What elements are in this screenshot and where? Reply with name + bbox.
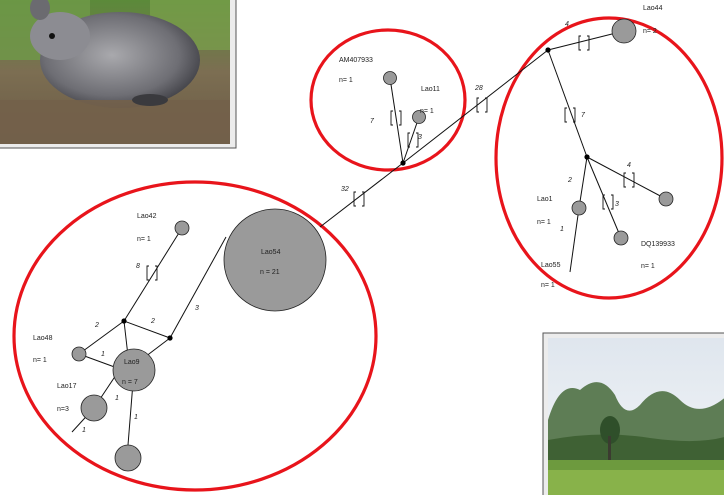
label-dq139933-count: n= 1 — [641, 263, 655, 270]
label-lao42-count: n= 1 — [137, 236, 151, 243]
group-ring-left — [12, 180, 378, 492]
node-am407933 — [383, 71, 397, 85]
node-lao42 — [174, 220, 190, 236]
mutation-count-1-b: 1 — [115, 395, 119, 402]
label-lao11-name: Lao11 — [421, 86, 440, 93]
node-lao54 — [223, 208, 327, 312]
mutation-count-1-a: 1 — [101, 351, 105, 358]
mutation-count-7-mid: 7 — [370, 118, 375, 125]
mutation-count-2-a: 2 — [94, 322, 99, 329]
label-lao11-count: n= 1 — [420, 108, 434, 115]
label-lao17-name: Lao17 — [57, 383, 77, 390]
mutation-count-8: 8 — [136, 263, 140, 270]
group-ring-middle — [309, 28, 467, 172]
node-lao1 — [571, 200, 587, 216]
mutation-count-4-right: 4 — [627, 162, 631, 169]
label-lao44-name: Lao44 — [643, 5, 663, 12]
node-unlabeled-right — [658, 191, 674, 207]
mutation-count-1-d: 1 — [82, 427, 86, 434]
label-am407933-count: n= 1 — [339, 77, 353, 84]
label-lao42-name: Lao42 — [137, 213, 157, 220]
mutation-count-2-right: 2 — [567, 177, 572, 184]
mutation-count-2-b: 2 — [150, 318, 155, 325]
karst-landscape-photo — [542, 332, 724, 495]
label-lao1-name: Lao1 — [537, 196, 553, 203]
label-am407933-name: AM407933 — [339, 57, 373, 64]
mutation-count-4-top: 4 — [565, 21, 569, 28]
node-dq139933 — [613, 230, 629, 246]
mutation-count-7-right: 7 — [581, 112, 586, 119]
label-lao54-name: Lao54 — [261, 249, 281, 256]
node-lao44 — [611, 18, 637, 44]
mutation-count-1-right: 1 — [560, 226, 564, 233]
label-dq139933-name: DQ139933 — [641, 241, 675, 248]
mutation-count-28: 28 — [474, 85, 483, 92]
median-vectors — [121, 47, 590, 341]
group-ring-right — [494, 16, 724, 300]
rodent-photo — [0, 0, 237, 149]
label-lao9-count: n = 7 — [122, 379, 138, 386]
node-lao11 — [412, 110, 426, 124]
node-lao48 — [71, 346, 87, 362]
label-lao44-count: n= 2 — [643, 28, 657, 35]
node-lao9 — [112, 348, 156, 392]
node-unlabeled-bottom — [114, 444, 142, 472]
label-lao48-name: Lao48 — [33, 335, 53, 342]
mutation-count-3-mid: 3 — [418, 134, 422, 141]
mutation-brackets — [146, 35, 635, 281]
mutation-count-1-c: 1 — [134, 414, 138, 421]
node-lao17 — [80, 394, 108, 422]
mutation-count-3-right: 3 — [615, 201, 619, 208]
mutation-count-32: 32 — [341, 186, 349, 193]
label-lao9-name: Lao9 — [124, 359, 140, 366]
label-lao55-name: Lao55 — [541, 262, 561, 269]
mutation-count-3-left: 3 — [195, 305, 199, 312]
label-lao1-count: n= 1 — [537, 219, 551, 226]
label-lao17-count: n=3 — [57, 406, 69, 413]
label-lao48-count: n= 1 — [33, 357, 47, 364]
label-lao54-count: n = 21 — [260, 269, 280, 276]
label-lao55-count: n= 1 — [541, 282, 555, 289]
